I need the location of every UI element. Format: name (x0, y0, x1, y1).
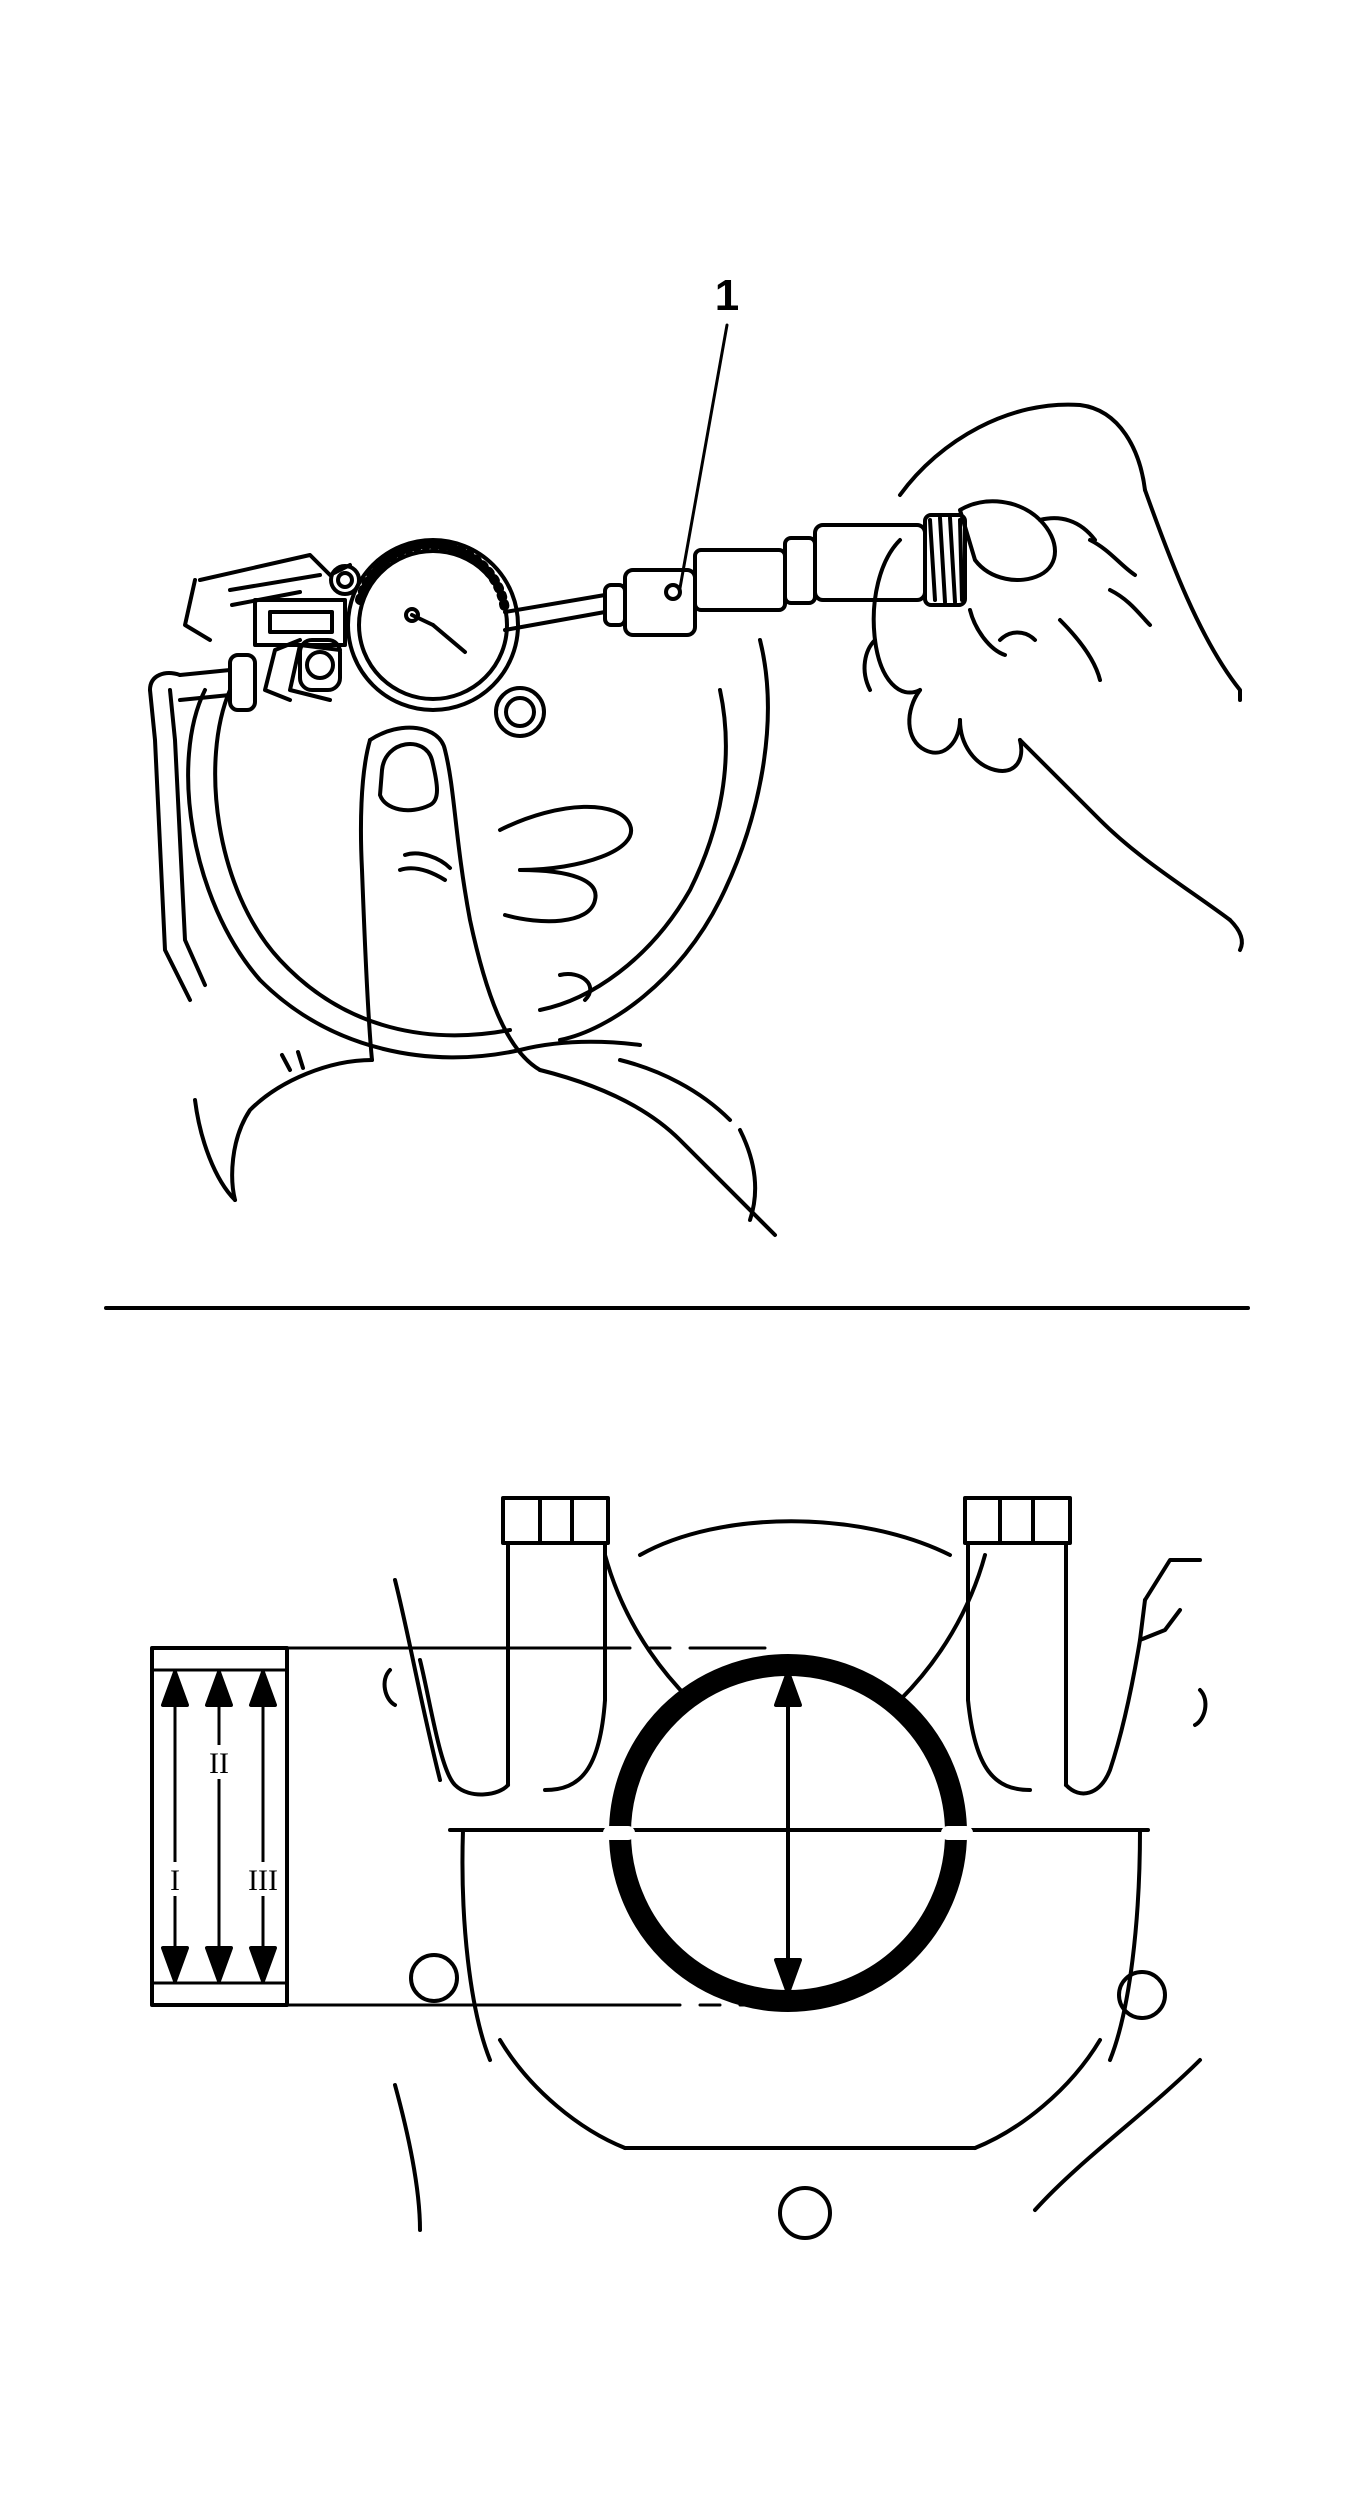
callout-1-label: 1 (715, 271, 739, 320)
position-arrow-i (161, 1670, 189, 1983)
right-hand (862, 402, 1244, 952)
top-panel: 1 (148, 271, 1244, 1237)
bore-diameter-arrow (774, 1670, 802, 1995)
callout-1: 1 (678, 271, 739, 590)
bearing-shell (603, 1654, 973, 2012)
bearing-housing (382, 1496, 1208, 2240)
dial-indicator (263, 538, 546, 738)
bore-gauge-rod (148, 513, 967, 1072)
left-hand (193, 725, 777, 1237)
position-arrow-ii (205, 1670, 233, 1983)
extension-lines (285, 1646, 767, 2007)
position-label-ii: II (209, 1747, 229, 1780)
position-label-iii: III (248, 1864, 278, 1897)
bottom-panel: I II III (150, 1496, 1208, 2240)
position-arrow-iii (249, 1670, 277, 1983)
measurement-positions: I II III (150, 1646, 289, 2007)
micrometer-frame (183, 553, 770, 1060)
position-label-i: I (170, 1864, 180, 1897)
